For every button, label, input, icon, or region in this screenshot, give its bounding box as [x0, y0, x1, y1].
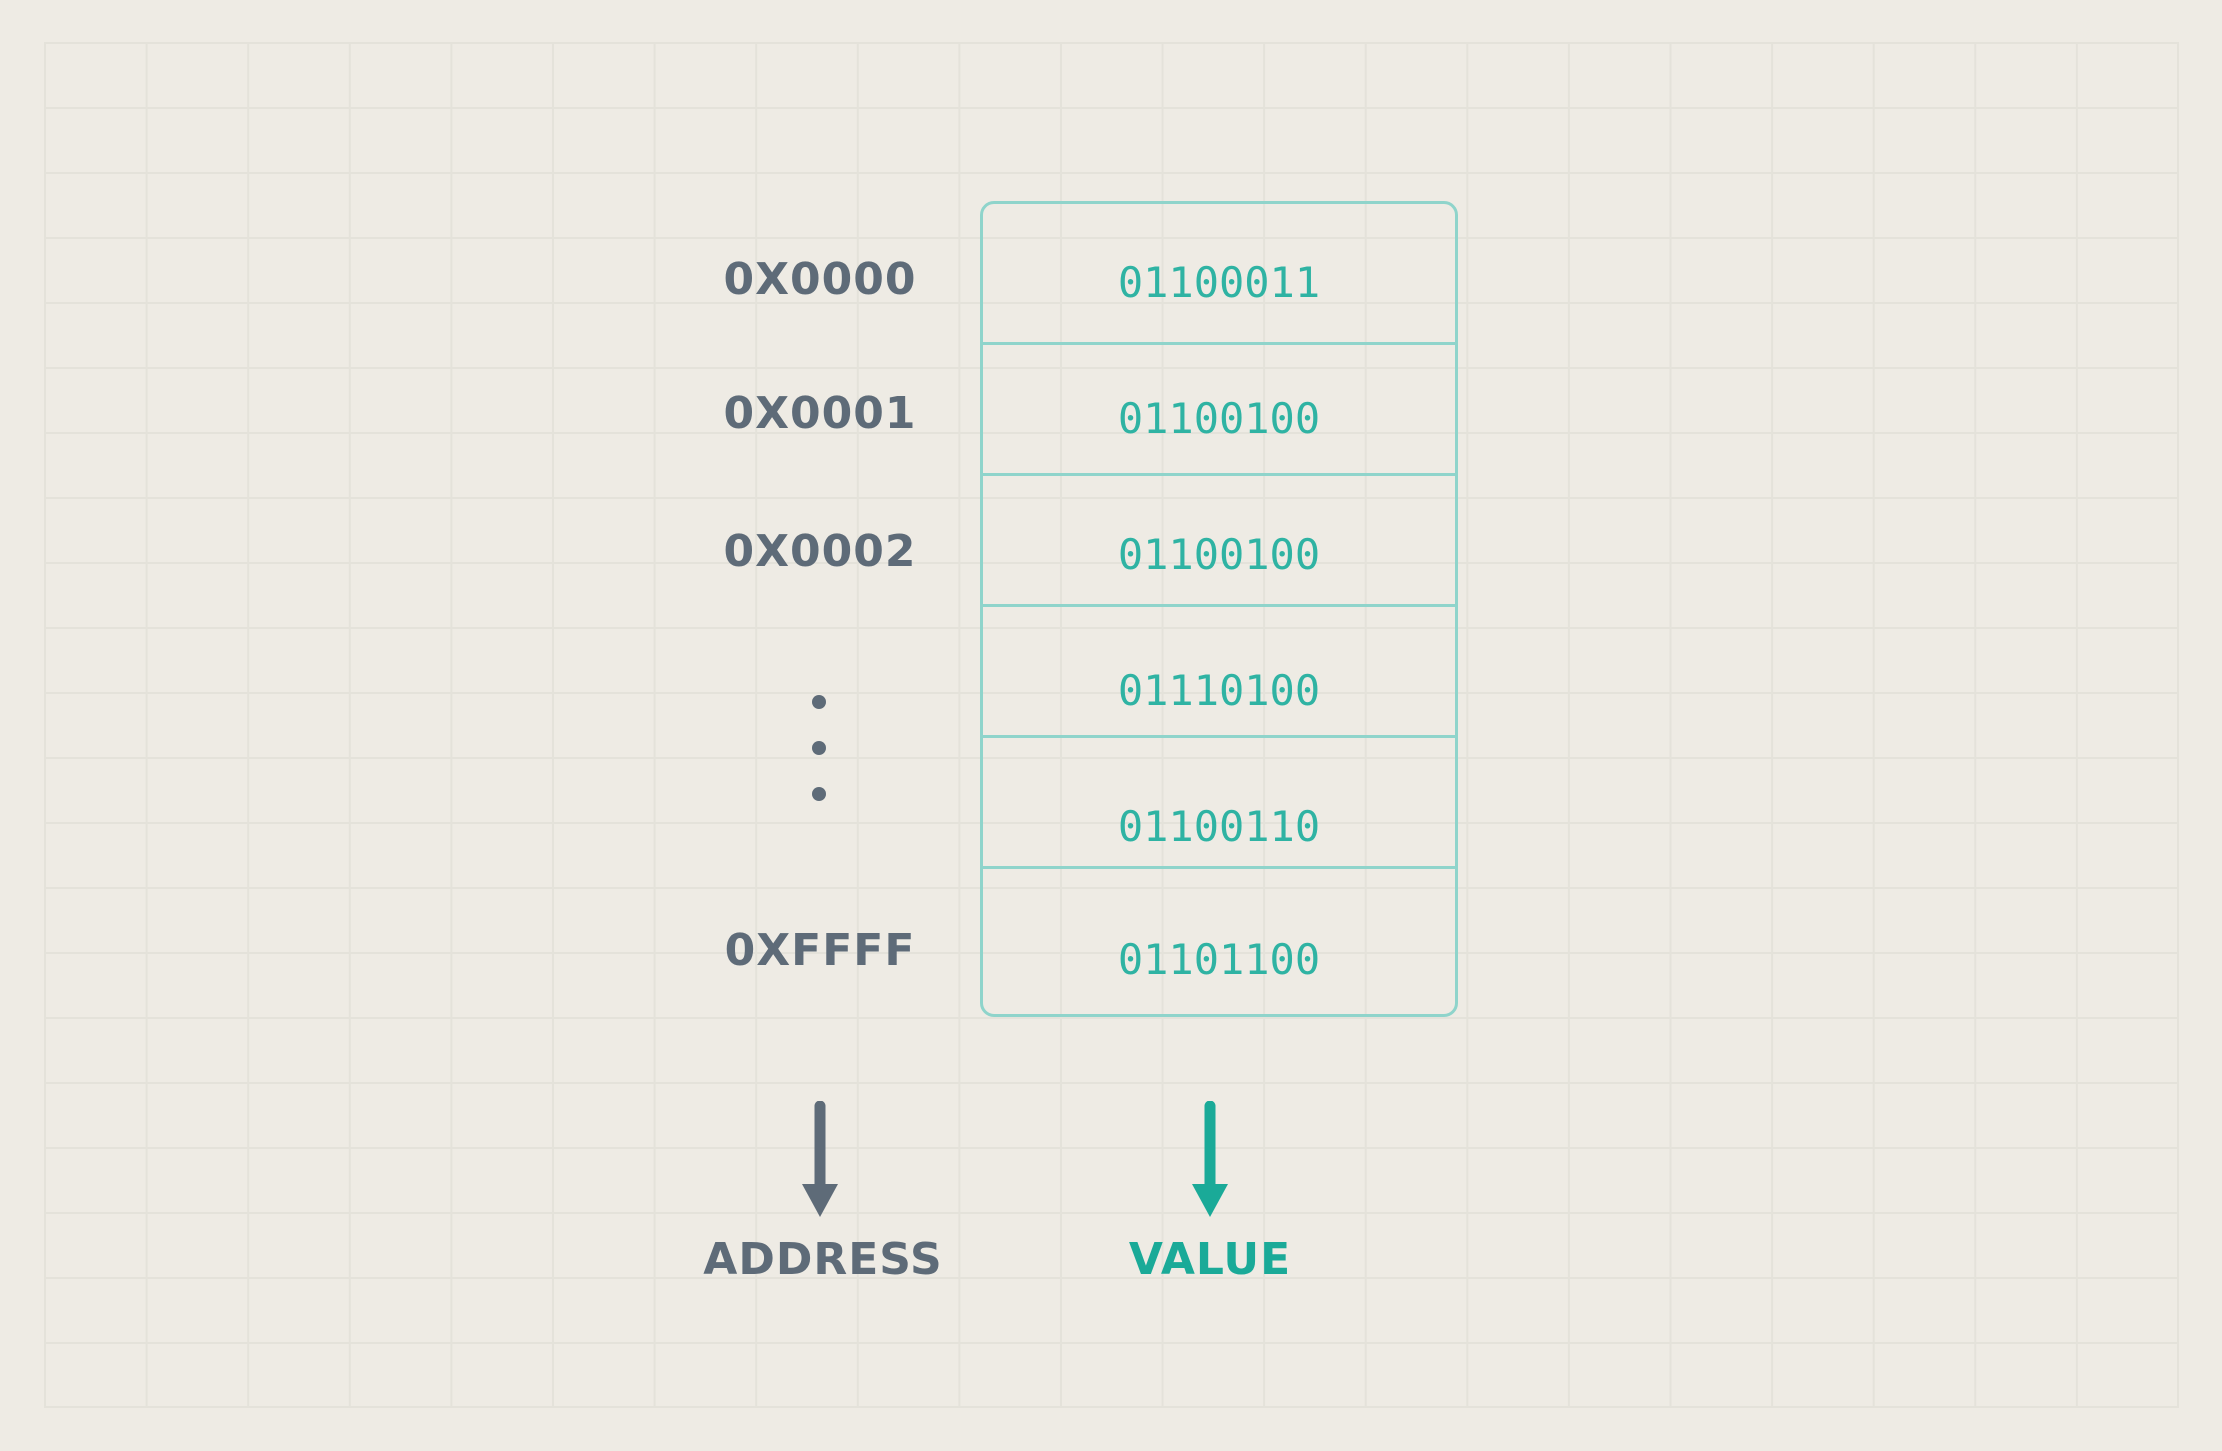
value-legend: VALUE — [1128, 1234, 1292, 1285]
ellipsis-dot — [812, 741, 826, 755]
memory-cell: 01100110 — [983, 735, 1455, 869]
cell-value: 01101100 — [1117, 935, 1321, 984]
ellipsis-dot — [812, 695, 826, 709]
memory-cell: 01100100 — [983, 473, 1455, 607]
cell-value: 01110100 — [1117, 666, 1321, 715]
memory-cell: 01100011 — [983, 204, 1455, 345]
address-label-0001: 0X0001 — [723, 388, 917, 439]
address-label-0002: 0X0002 — [723, 526, 917, 577]
arrow-down-icon — [802, 1101, 838, 1217]
cell-value: 01100011 — [1117, 258, 1321, 307]
ellipsis-dot — [812, 787, 826, 801]
memory-block: 01100011 01100100 01100100 01110100 0110… — [980, 201, 1458, 1017]
memory-cell: 01100100 — [983, 342, 1455, 476]
cell-value: 01100100 — [1117, 530, 1321, 579]
memory-cell: 01101100 — [983, 866, 1455, 1014]
cell-value: 01100100 — [1117, 394, 1321, 443]
arrow-down-icon — [1192, 1101, 1228, 1217]
address-legend: ADDRESS — [703, 1234, 943, 1285]
cell-value: 01100110 — [1117, 802, 1321, 851]
address-label-ffff: 0XFFFF — [724, 925, 916, 976]
background-grid — [44, 42, 2179, 1408]
memory-cell: 01110100 — [983, 604, 1455, 738]
address-label-0000: 0X0000 — [723, 254, 917, 305]
